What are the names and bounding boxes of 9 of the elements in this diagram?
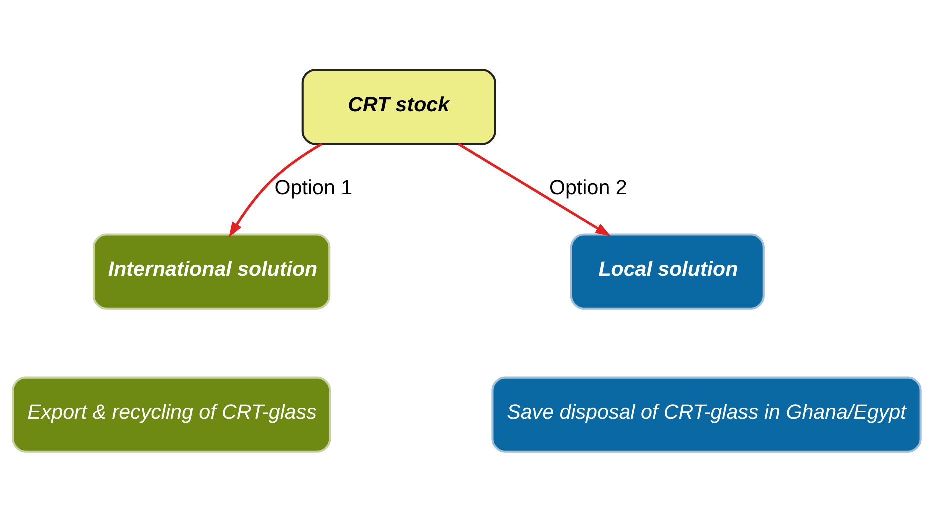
node-box: CRT stock xyxy=(302,69,496,146)
node-box: Local solution xyxy=(570,234,765,310)
edge-label: Option 2 xyxy=(550,176,628,200)
node-box: Save disposal of CRT-glass in Ghana/Egypt xyxy=(492,376,922,453)
edge-label: Option 1 xyxy=(274,176,353,200)
arrow xyxy=(458,143,612,237)
node-box: Export & recycling of CRT-glass xyxy=(12,376,332,453)
node-box: International solution xyxy=(92,234,331,310)
arrow xyxy=(229,143,323,238)
